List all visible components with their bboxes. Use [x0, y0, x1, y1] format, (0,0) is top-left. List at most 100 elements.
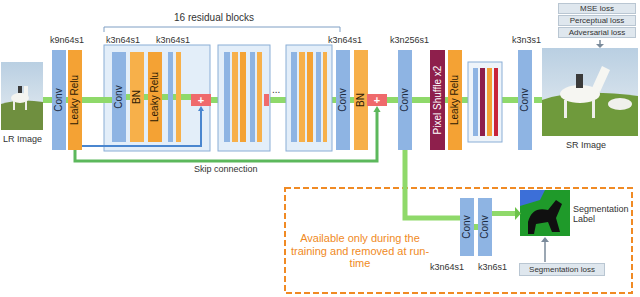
conv-layer: Conv [336, 50, 350, 150]
data-flow-band [534, 97, 542, 103]
block-outline [468, 62, 502, 142]
segmentation-label-image [520, 190, 570, 236]
seg-horse [528, 200, 562, 234]
sr-image [542, 48, 638, 136]
conv-layer: Conv [112, 52, 126, 142]
layer-name: Leaky Relu [450, 75, 460, 125]
batchnorm-layer: BN [354, 50, 368, 150]
conv-layer: Conv [460, 198, 474, 256]
layer-name: Conv [114, 85, 124, 108]
layer-name: BN [356, 93, 366, 107]
data-flow-band [492, 211, 516, 216]
residual-block [218, 45, 270, 151]
conv-layer: Conv [518, 50, 532, 150]
layer-name: BN [132, 90, 142, 104]
thin-relu-bar [307, 52, 313, 142]
add-node: + [191, 94, 211, 106]
layer-name: Pixel Shuffle x2 [433, 66, 443, 135]
data-flow [387, 100, 398, 101]
thin-conv-bar [224, 52, 230, 142]
upsample-block [468, 62, 502, 142]
layer-name: Leaky Relu [150, 72, 160, 122]
thin-add-bar [264, 94, 269, 106]
conv-layer: Conv [478, 198, 492, 256]
edge-label: Skip connection [192, 164, 260, 174]
arrow-head [198, 106, 204, 111]
sr-rider [576, 74, 583, 88]
sr-horse-neck [592, 66, 610, 92]
loss-box: MSE loss [558, 3, 636, 14]
layer-name: MSE loss [559, 4, 635, 13]
arrow-head [373, 106, 380, 112]
kernel-label: k3n64s1 [430, 262, 464, 272]
sr-horse-leg [564, 100, 567, 118]
layer-name: + [367, 94, 387, 106]
layer-name: Conv [400, 88, 410, 111]
note-text: Available only during the training and r… [290, 232, 430, 270]
thin-bar [494, 68, 498, 136]
loss-box: Segmentation loss [519, 263, 605, 276]
layer-name: Conv [54, 88, 64, 111]
data-flow-band [43, 97, 52, 103]
thin-relu-bar [240, 52, 246, 142]
training-only-region [285, 188, 632, 293]
layer-name: + [191, 94, 211, 106]
loss-arrow [599, 40, 601, 44]
conv-layer: Conv [52, 50, 66, 150]
add-node: + [367, 94, 387, 106]
arrow-head [596, 44, 604, 48]
sr-horse [608, 98, 632, 110]
lr-ground [1, 100, 43, 130]
conv-layer: Conv [398, 50, 412, 150]
thin-conv-bar [250, 52, 255, 142]
lr-horse-neck [24, 86, 28, 96]
lr-sky [1, 62, 43, 130]
block-outline [218, 45, 270, 151]
kernel-label: k3n64s1 [328, 35, 362, 45]
loss-box: Adversarial loss [558, 27, 636, 38]
thin-conv-bar [473, 68, 478, 136]
thin-bn-bar [257, 52, 262, 142]
kernel-label: k3n64s1 [106, 35, 140, 45]
thin-conv-bar [316, 52, 321, 142]
residual-block [104, 45, 210, 151]
layer-name: Segmentation loss [520, 264, 604, 275]
activation-layer: Leaky Relu [68, 50, 82, 150]
kernel-label: k3n256s1 [390, 35, 429, 45]
data-flow-line [387, 97, 398, 103]
data-flow-line [412, 97, 430, 103]
thin-relu-bar [487, 68, 492, 136]
upsample-layer: Pixel Shuffle x2 [430, 50, 445, 150]
residual-block [286, 45, 332, 151]
layer-name: Conv [520, 88, 530, 111]
thin-bn-bar [176, 52, 181, 142]
kernel-label: k3n64s1 [156, 35, 190, 45]
data-flow-line [82, 97, 112, 103]
thin-bn-bar [232, 52, 238, 142]
arrow-head [541, 237, 549, 242]
activation-layer: Leaky Relu [448, 50, 462, 150]
arrow-head [515, 207, 521, 220]
thin-conv-bar [291, 52, 297, 142]
layer-name: Conv [480, 215, 490, 238]
image-label: Segmentation Label [573, 204, 635, 225]
layer-name: Adversarial loss [559, 28, 635, 37]
layer-name: Conv [462, 215, 472, 238]
data-flow [82, 100, 112, 101]
ellipsis: ... [272, 84, 280, 96]
branch-flow [405, 150, 460, 218]
image-label: SR Image [566, 140, 606, 150]
sr-sky [542, 48, 638, 136]
layer-name: Perceptual loss [559, 16, 635, 25]
loss-arrow [544, 242, 546, 262]
data-flow [412, 100, 430, 101]
seg-background [520, 190, 570, 236]
seg-sky [520, 190, 545, 206]
lr-horse-leg [13, 101, 15, 110]
lr-horse-leg [25, 101, 27, 110]
activation-layer: Leaky Relu [148, 52, 162, 142]
lr-rider [18, 86, 22, 93]
group-label: 16 residual blocks [172, 12, 256, 24]
batchnorm-layer: BN [130, 52, 144, 142]
